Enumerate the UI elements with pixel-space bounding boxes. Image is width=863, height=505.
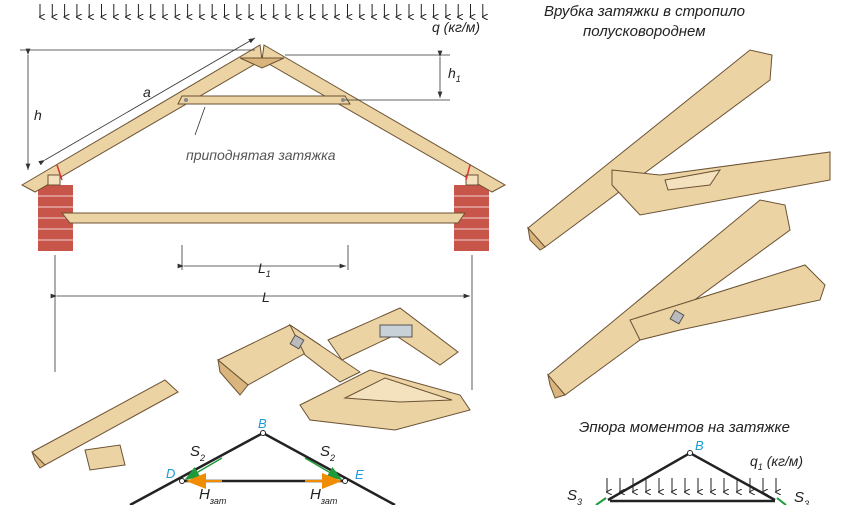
moment-s3-left-label: S3	[567, 487, 582, 505]
rafter-length-label: a	[143, 84, 151, 100]
node-b-label: B	[258, 416, 267, 431]
collar-height-label: h1	[448, 65, 461, 84]
collar-tie-label: приподнятая затяжка	[186, 147, 336, 163]
moment-node-b-label: B	[695, 438, 704, 453]
notch-joint-illustration	[527, 49, 831, 399]
distributed-load-arrows: /* placeholder */	[40, 4, 483, 17]
moment-s3-right-label: S3	[794, 489, 809, 505]
rafter-joint-details	[31, 307, 471, 471]
collar-tie	[177, 95, 351, 105]
load-label: q (кг/м)	[432, 19, 480, 35]
force-diagram	[129, 430, 396, 505]
height-label: h	[34, 107, 42, 123]
moment-load-label: q1 (кг/м)	[750, 453, 803, 472]
tie-force-left-label: Hзат	[199, 486, 227, 505]
force-s2-right-label: S2	[320, 443, 335, 463]
bolt-left	[184, 98, 188, 102]
rafter-right	[261, 44, 507, 193]
moment-title: Эпюра моментов на затяжке	[579, 419, 790, 436]
notch-title-line2: полусковороднем	[583, 23, 706, 40]
ceiling-joist	[60, 212, 466, 224]
bolt-right	[341, 98, 345, 102]
tie-force-right-label: Hзат	[310, 486, 338, 505]
inner-span-label: L1	[258, 260, 271, 279]
force-s2-left-label: S2	[190, 443, 205, 463]
wall-plate-left	[47, 174, 61, 186]
dimension-lines	[20, 37, 473, 390]
node-e-label: E	[355, 467, 364, 482]
span-label: L	[262, 289, 270, 305]
force-arrow-s2-right	[304, 457, 343, 480]
wall-plate-right	[465, 174, 479, 186]
notch-title-line1: Врубка затяжки в стропило	[544, 3, 745, 20]
node-d-label: D	[166, 466, 175, 481]
moment-diagram	[595, 450, 787, 505]
